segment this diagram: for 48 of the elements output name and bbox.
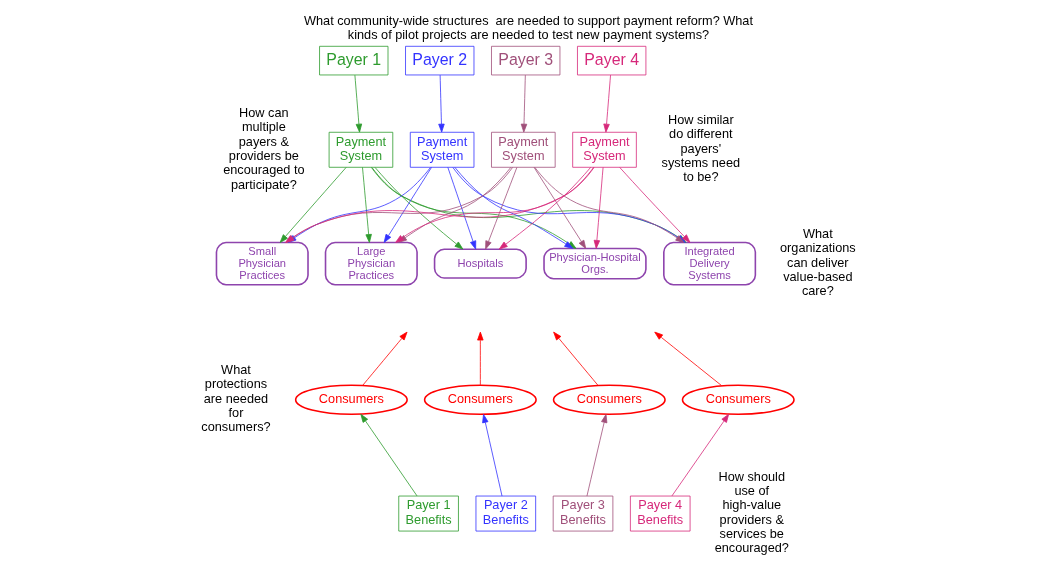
arrow (520, 74, 527, 133)
node-box: Payment System (328, 131, 393, 168)
node-ellipse: Consumers (294, 384, 408, 416)
node-box: Payer 3 Benefits (552, 495, 613, 532)
diagram-title: What community-wide structures are needed to support payment reform? What kinds of pilot projects are needed to test new payment systems? (303, 12, 753, 42)
arrow (618, 167, 690, 243)
node-box: Small Physician Practices (215, 241, 309, 286)
label: How should use of high-value providers & services be encouraged? (714, 468, 789, 556)
node-ellipse: Consumers (423, 384, 537, 416)
node-box: Payment System (490, 131, 556, 168)
node-box: Payment System (409, 131, 474, 168)
node-box: Payer 4 (576, 45, 646, 76)
node-box: Payer 2 Benefits (475, 495, 536, 532)
label: What protections are needed for consumers? (200, 362, 271, 435)
arrow (446, 167, 476, 250)
arrow (653, 331, 722, 386)
node-box: Payment System (571, 131, 637, 168)
node-box: Payer 4 Benefits (629, 495, 690, 532)
arrow (476, 331, 484, 386)
node-box: Integrated Delivery Systems (662, 241, 756, 286)
arrow (533, 166, 684, 243)
arrow (359, 413, 417, 497)
label: What organizations can deliver value-based care? (779, 225, 856, 299)
node-ellipse: Consumers (552, 384, 666, 416)
node-box: Payer 3 (490, 45, 560, 76)
node-box: Hospitals (433, 248, 527, 279)
node-box: Physician-Hospital Orgs. (542, 247, 647, 280)
arrow (453, 167, 573, 249)
node-box: Payer 2 (404, 45, 474, 76)
node-box: Payer 1 Benefits (397, 495, 459, 532)
label: How similar do different payers' systems need to be? (661, 112, 740, 185)
node-box: Large Physician Practices (324, 241, 418, 286)
arrow (484, 167, 517, 250)
arrow (452, 167, 686, 243)
arrow (593, 167, 603, 249)
arrow (602, 74, 611, 133)
arrow (586, 414, 607, 497)
arrow (671, 413, 729, 497)
arrow (362, 331, 407, 386)
arrow (437, 74, 445, 133)
arrow (481, 414, 502, 497)
arrow (354, 74, 362, 133)
arrow (552, 331, 598, 386)
arrow (361, 167, 372, 243)
node-box: Payer 1 (318, 45, 388, 76)
arrow (374, 167, 463, 250)
label: How can multiple payers & providers be encouraged to participate? (222, 104, 304, 192)
node-ellipse: Consumers (681, 384, 795, 416)
